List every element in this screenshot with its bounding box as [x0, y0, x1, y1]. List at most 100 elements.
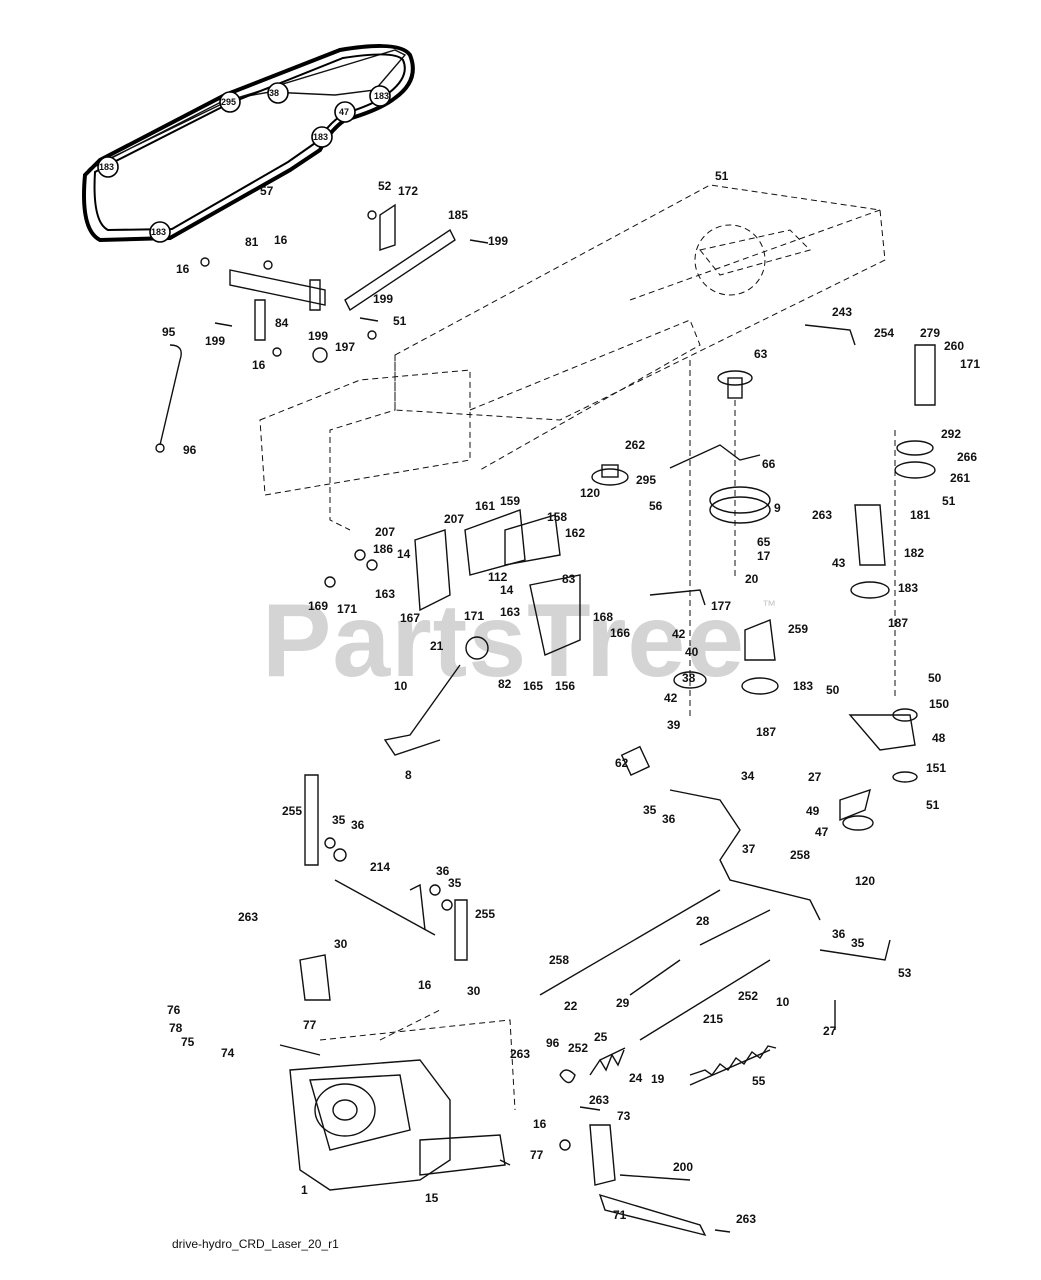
callout: 185 — [448, 208, 468, 222]
callout: 25 — [594, 1030, 608, 1044]
callout: 199 — [373, 292, 393, 306]
lower-left-linkage — [299, 774, 468, 1001]
callout: 168 — [593, 610, 613, 624]
callout: 35 — [643, 803, 657, 817]
callout: 16 — [533, 1117, 547, 1131]
callout: 15 — [425, 1191, 439, 1205]
callout: 50 — [928, 671, 942, 685]
callout: 207 — [444, 512, 464, 526]
callout: 73 — [617, 1109, 631, 1123]
callout: 66 — [762, 457, 776, 471]
callout: 162 — [565, 526, 585, 540]
callout: 156 — [555, 679, 575, 693]
callout: 29 — [616, 996, 630, 1010]
belt-label: 47 — [339, 107, 349, 117]
callout: 96 — [183, 443, 197, 457]
callout: 177 — [711, 599, 731, 613]
callout: 171 — [960, 357, 980, 371]
callout: 292 — [941, 427, 961, 441]
callout: 35 — [448, 876, 462, 890]
belt-label: 183 — [374, 91, 389, 101]
callout: 56 — [649, 499, 663, 513]
callout: 17 — [757, 549, 771, 563]
belt-label: 295 — [221, 97, 236, 107]
callout-labels: 57 52 172 185 199 81 16 16 199 84 199 51… — [162, 169, 980, 1226]
callout: 258 — [549, 953, 569, 967]
belt-label: 183 — [313, 132, 328, 142]
belt-pulley-badge — [97, 156, 119, 178]
callout: 16 — [274, 233, 288, 247]
watermark-text: PartsTree — [262, 583, 745, 699]
callout: 36 — [832, 927, 846, 941]
callout: 169 — [308, 599, 328, 613]
callout: 159 — [500, 494, 520, 508]
callout: 183 — [898, 581, 918, 595]
callout: 20 — [745, 572, 759, 586]
belt-label: 183 — [99, 162, 114, 172]
callout: 1 — [301, 1183, 308, 1197]
callout: 243 — [832, 305, 852, 319]
callout: 39 — [667, 718, 681, 732]
callout: 14 — [500, 583, 514, 597]
callout: 62 — [615, 756, 629, 770]
callout: 78 — [169, 1021, 183, 1035]
callout: 16 — [418, 978, 432, 992]
callout: 27 — [823, 1024, 837, 1038]
callout: 252 — [738, 989, 758, 1003]
callout: 53 — [898, 966, 912, 980]
callout: 36 — [436, 864, 450, 878]
callout: 262 — [625, 438, 645, 452]
callout: 261 — [950, 471, 970, 485]
callout: 260 — [944, 339, 964, 353]
callout: 163 — [375, 587, 395, 601]
callout: 165 — [523, 679, 543, 693]
callout: 43 — [832, 556, 846, 570]
callout: 259 — [788, 622, 808, 636]
callout: 10 — [394, 679, 408, 693]
callout: 36 — [351, 818, 365, 832]
callout: 120 — [580, 486, 600, 500]
callout: 199 — [488, 234, 508, 248]
callout: 24 — [629, 1071, 643, 1085]
callout: 197 — [335, 340, 355, 354]
callout: 57 — [260, 184, 274, 198]
callout: 30 — [467, 984, 481, 998]
callout: 77 — [303, 1018, 317, 1032]
callout: 186 — [373, 542, 393, 556]
callout: 95 — [162, 325, 176, 339]
callout: 199 — [308, 329, 328, 343]
callout: 52 — [378, 179, 392, 193]
callout: 40 — [685, 645, 699, 659]
callout: 187 — [756, 725, 776, 739]
callout: 120 — [855, 874, 875, 888]
callout: 187 — [888, 616, 908, 630]
belt-pulley-badge — [219, 91, 241, 113]
belt-pulley-badge — [311, 126, 333, 148]
callout: 75 — [181, 1035, 195, 1049]
callout: 263 — [812, 508, 832, 522]
callout: 167 — [400, 611, 420, 625]
callout: 50 — [826, 683, 840, 697]
callout: 22 — [564, 999, 578, 1013]
springs — [589, 1045, 777, 1076]
callout: 161 — [475, 499, 495, 513]
callout: 77 — [530, 1148, 544, 1162]
right-linkage — [620, 714, 916, 1030]
callout: 63 — [754, 347, 768, 361]
callout: 14 — [397, 547, 411, 561]
callout: 255 — [282, 804, 302, 818]
callout: 51 — [393, 314, 407, 328]
callout: 263 — [238, 910, 258, 924]
tractor-frame — [259, 184, 886, 531]
callout: 207 — [375, 525, 395, 539]
callout: 16 — [176, 262, 190, 276]
callout: 182 — [904, 546, 924, 560]
callout: 112 — [488, 570, 508, 584]
upper-linkage — [155, 203, 489, 453]
callout: 55 — [752, 1074, 766, 1088]
callout: 74 — [221, 1046, 235, 1060]
partstree-watermark: PartsTree ™ — [262, 583, 776, 699]
callout: 199 — [205, 334, 225, 348]
callout: 263 — [510, 1047, 530, 1061]
